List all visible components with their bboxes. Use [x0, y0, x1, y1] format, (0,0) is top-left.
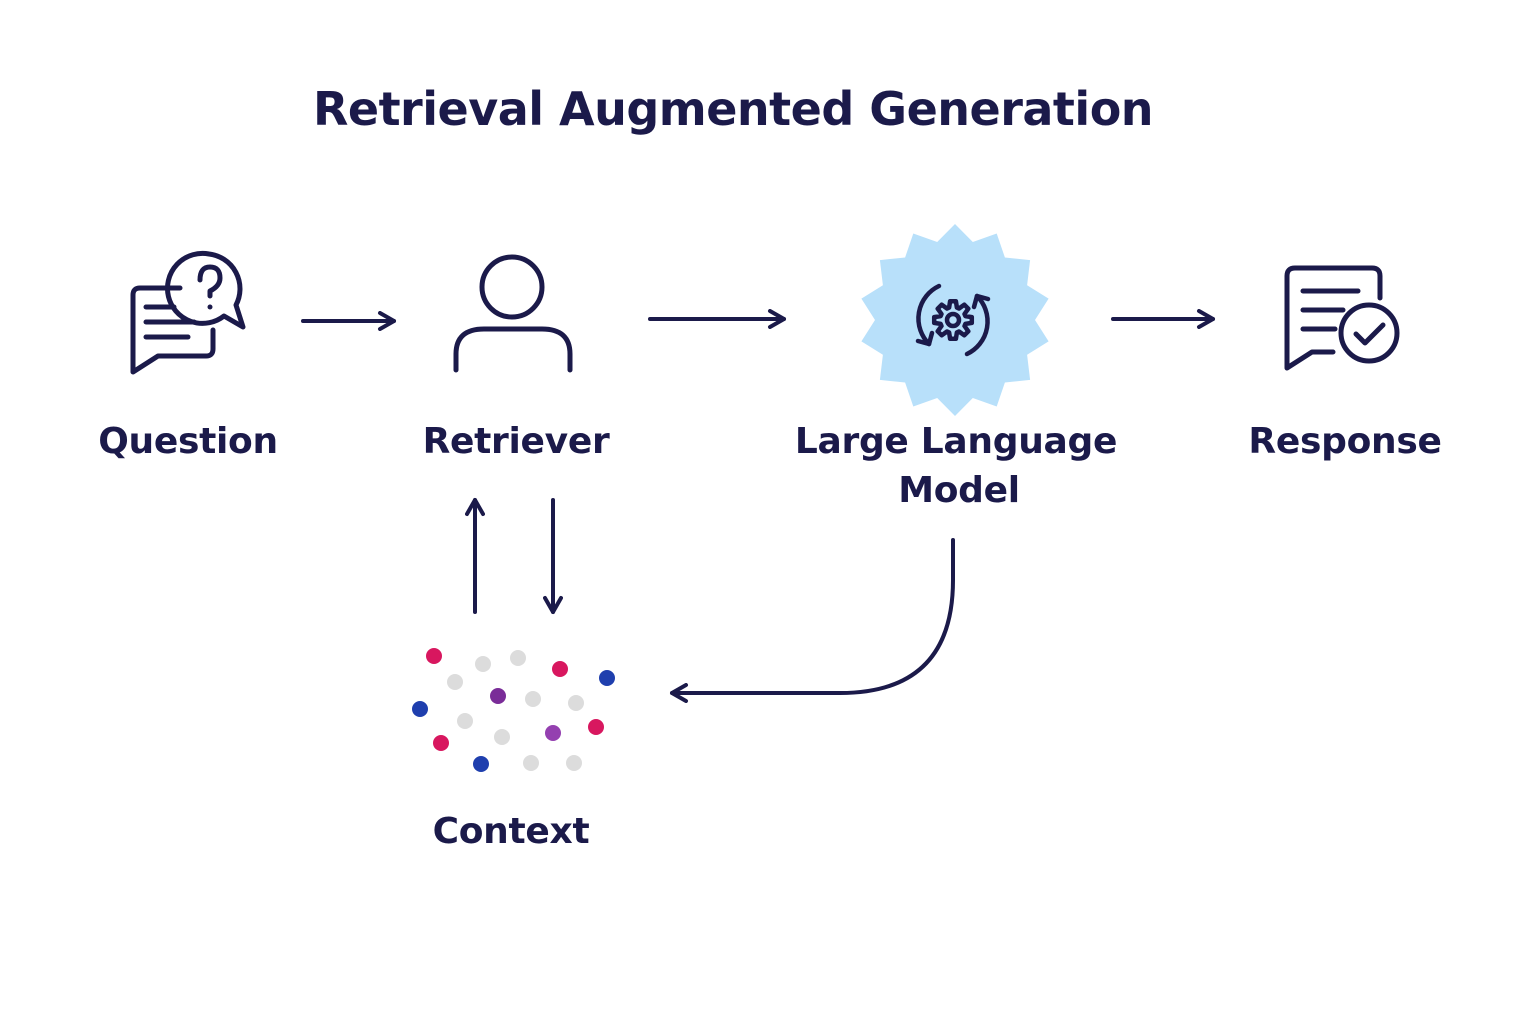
- context-dot: [457, 713, 473, 729]
- context-dot: [588, 719, 604, 735]
- question-chat-icon: [130, 250, 246, 375]
- llm-label-line2: Model: [898, 470, 1020, 511]
- context-dot: [433, 735, 449, 751]
- context-dot: [473, 756, 489, 772]
- response-label: Response: [1248, 421, 1442, 462]
- context-dot: [599, 670, 615, 686]
- retriever-label: Retriever: [422, 421, 610, 462]
- context-label: Context: [432, 811, 590, 852]
- diagram-title: Retrieval Augmented Generation: [312, 82, 1154, 136]
- llm-label-line1: Large Language: [794, 421, 1118, 462]
- flow-arrows: [301, 309, 1215, 703]
- context-dot: [510, 650, 526, 666]
- person-icon: [453, 254, 573, 373]
- context-dot: [523, 755, 539, 771]
- context-dot: [494, 729, 510, 745]
- gear-cycle-icon: [915, 283, 991, 357]
- scattered-dots-icon: [412, 648, 615, 772]
- context-dot: [568, 695, 584, 711]
- llm-badge: [861, 224, 1049, 416]
- context-dot: [426, 648, 442, 664]
- context-dot: [447, 674, 463, 690]
- question-label: Question: [98, 421, 278, 462]
- arrow-llm-to-context: [670, 538, 955, 703]
- context-dot: [490, 688, 506, 704]
- context-dot: [552, 661, 568, 677]
- context-dot: [525, 691, 541, 707]
- context-dot: [475, 656, 491, 672]
- context-dot: [566, 755, 582, 771]
- document-check-icon: [1284, 265, 1400, 371]
- context-dot: [545, 725, 561, 741]
- context-dot: [412, 701, 428, 717]
